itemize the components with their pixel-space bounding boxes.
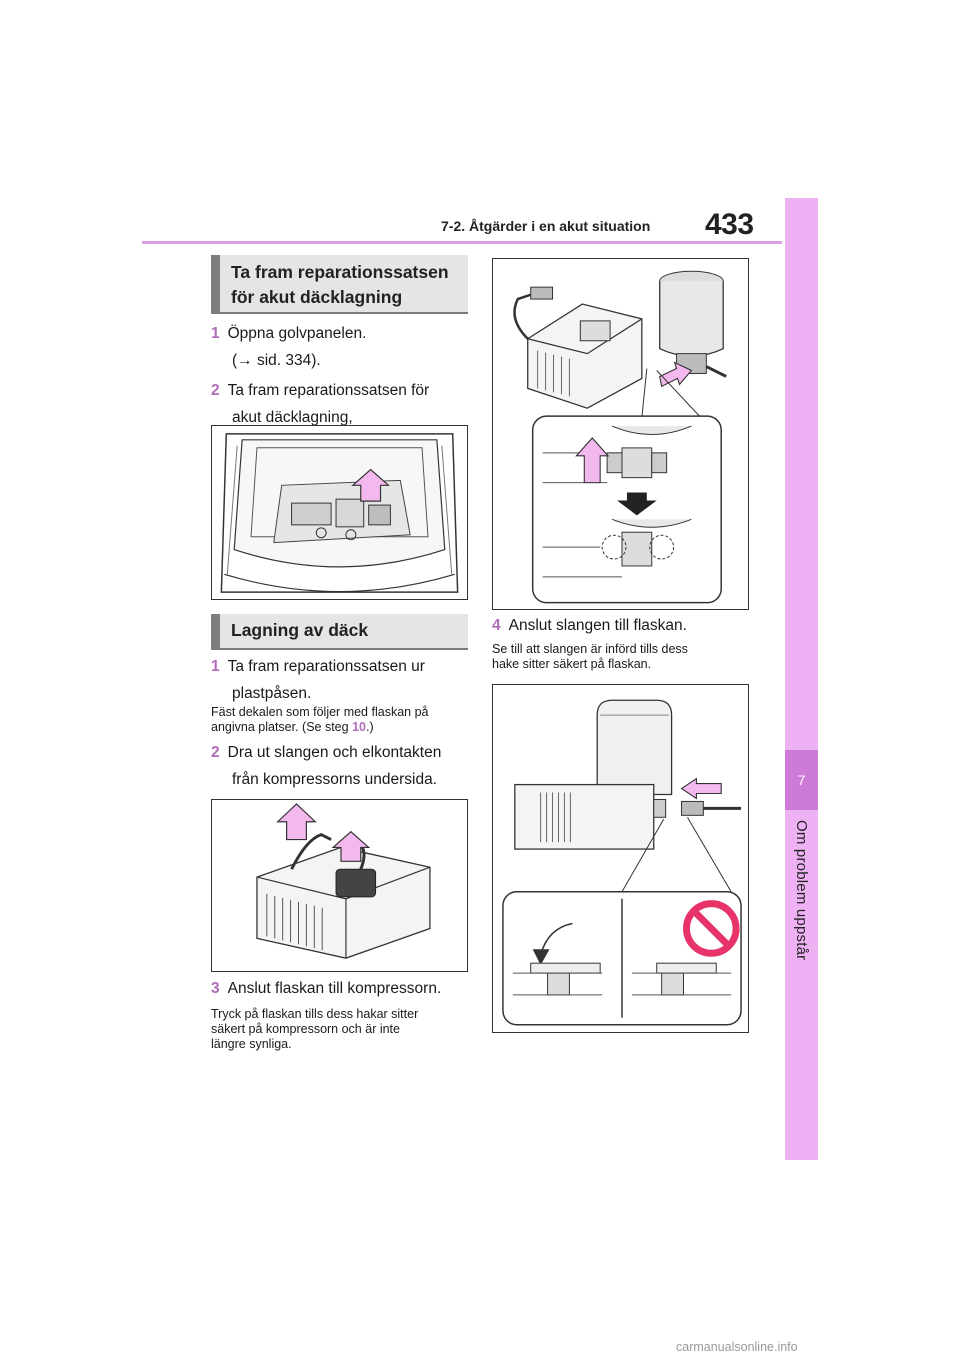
heading-line: för akut däcklagning <box>231 287 403 307</box>
chapter-side-tab <box>785 198 818 1160</box>
heading-remove-repair-kit: Ta fram reparationssatsen för akut däckl… <box>211 255 468 314</box>
step-remove-from-bag: 1 Ta fram reparationssatsen ur plastpåsen… <box>211 653 471 707</box>
section-title: 7-2. Åtgärder i en akut situation <box>441 218 651 234</box>
step-number: 1 <box>211 325 220 342</box>
figure-hose-to-bottle <box>492 684 749 1033</box>
step-take-out-kit: 2 Ta fram reparationssatsen för akut däck… <box>211 377 471 431</box>
note-line: Fäst dekalen som följer med flaskan på <box>211 705 429 719</box>
note-push-bottle: Tryck på flaskan tills dess hakar sitter… <box>211 1007 476 1052</box>
step-number: 1 <box>211 658 220 675</box>
step-text: Dra ut slangen och elkontakten <box>227 744 442 761</box>
chapter-number: 7 <box>785 750 818 810</box>
note-line: angivna platser. (Se steg 10.) <box>211 720 471 735</box>
heading-tire-repair: Lagning av däck <box>211 614 468 650</box>
step-open-floor-panel: 1 Öppna golvpanelen. (→ sid. 334). <box>211 320 471 374</box>
note-hose-hook: Se till att slangen är införd tills dess… <box>492 642 762 672</box>
step-text-cont: plastpåsen. <box>232 685 312 702</box>
step-text: Öppna golvpanelen. <box>227 325 367 342</box>
step-text-cont: från kompressorns undersida. <box>232 771 438 788</box>
watermark: carmanualsonline.info <box>676 1340 798 1354</box>
figure-trunk-repair-kit <box>211 425 468 600</box>
step-text: Ta fram reparationssatsen ur <box>227 658 425 675</box>
step-reference: 10 <box>352 720 366 734</box>
compressor-illustration <box>256 803 431 959</box>
note-line: Tryck på flaskan tills dess hakar sitter <box>211 1007 419 1021</box>
note-text: .) <box>365 720 374 734</box>
note-decal: Fäst dekalen som följer med flaskan på a… <box>211 705 471 735</box>
trunk-illustration <box>212 426 467 599</box>
step-text: Anslut slangen till flaskan. <box>508 617 687 634</box>
step-text: Ta fram reparationssatsen för <box>227 382 430 399</box>
bottle-compressor-illustration <box>513 270 727 604</box>
heading-line: Ta fram reparationssatsen <box>231 262 449 282</box>
step-connect-hose: 4 Anslut slangen till flaskan. <box>492 612 762 639</box>
step-number: 2 <box>211 744 220 761</box>
figure-bottle-to-compressor <box>492 258 749 610</box>
note-line: säkert på kompressorn och är inte <box>211 1022 400 1036</box>
note-line: Se till att slangen är införd tills dess <box>492 642 688 656</box>
note-line: längre synliga. <box>211 1037 292 1051</box>
chapter-title: Om problem uppstår <box>793 820 810 961</box>
note-text: angivna platser. (Se steg <box>211 720 353 734</box>
step-number: 4 <box>492 617 501 634</box>
step-pull-out-hose: 2 Dra ut slangen och elkontakten från kom… <box>211 739 471 793</box>
step-text-cont: (→ sid. 334). <box>232 352 321 369</box>
step-text-cont: akut däcklagning, <box>232 409 353 426</box>
header-rule <box>142 241 782 244</box>
figure-compressor-hose <box>211 799 468 972</box>
hose-bottle-illustration <box>502 699 742 1026</box>
heading-line: Lagning av däck <box>231 620 369 640</box>
note-line: hake sitter säkert på flaskan. <box>492 657 652 671</box>
step-text: Anslut flaskan till kompressorn. <box>227 980 442 997</box>
step-number: 2 <box>211 382 220 399</box>
step-number: 3 <box>211 980 220 997</box>
step-connect-bottle: 3 Anslut flaskan till kompressorn. <box>211 975 476 1002</box>
page-number: 433 <box>705 208 754 241</box>
